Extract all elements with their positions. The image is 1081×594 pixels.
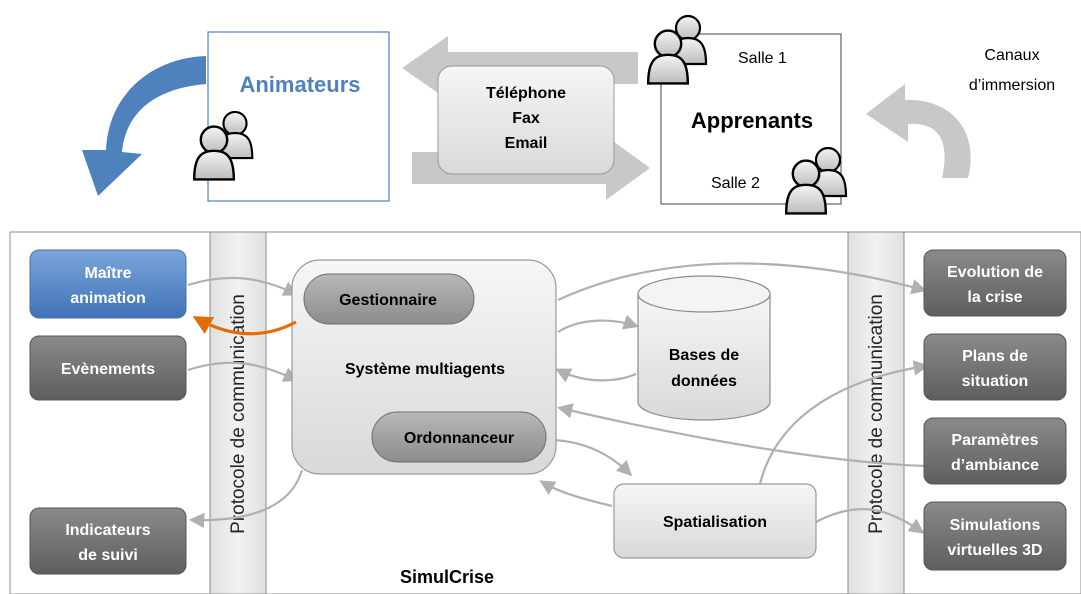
maitre-animation-box: [29, 249, 187, 319]
plans-box: [923, 333, 1067, 401]
channel-email: Email: [505, 135, 548, 152]
arrow-sma-to-indicateurs: [188, 469, 304, 529]
bases-line2: données: [671, 373, 737, 390]
arrow-parametres-to-sma: [557, 403, 925, 468]
left-protocol-bar: [209, 231, 267, 594]
database-cylinder: [637, 275, 771, 421]
spatialisation-box: [613, 483, 817, 559]
gestionnaire-box: [303, 273, 475, 325]
simulations-box: [923, 501, 1067, 571]
maitre-line1: Maître: [84, 265, 131, 282]
spatialisation-label: Spatialisation: [663, 514, 767, 531]
immersion-curved-arrow: [866, 84, 971, 178]
parametres-line2: d’ambiance: [951, 457, 1039, 474]
ordonnanceur-box: [371, 411, 547, 463]
connection-arrows: [187, 262, 930, 534]
maitre-line2: animation: [70, 290, 146, 307]
gestionnaire-label: Gestionnaire: [339, 292, 437, 309]
arrow-ordonnanceur-to-spatialisation: [547, 438, 633, 477]
arrow-bases-to-sma-lower: [555, 368, 637, 383]
arrow-sma-to-bases-upper: [557, 314, 639, 333]
arrow-gestionnaire-to-maitre: [192, 316, 297, 336]
arrow-spatialisation-to-sma: [539, 480, 613, 508]
arrow-spatialisation-to-plans: [758, 360, 930, 485]
evolution-box: [923, 249, 1067, 317]
salle2-label: Salle 2: [711, 175, 760, 192]
sma-label: Système multiagents: [345, 361, 505, 378]
simulcrise-title: SimulCrise: [400, 567, 494, 587]
simulations-line2: virtuelles 3D: [947, 542, 1042, 559]
indicateurs-line2: de suivi: [78, 547, 138, 564]
channel-fax: Fax: [512, 110, 540, 127]
plans-line2: situation: [962, 373, 1029, 390]
arrow-evenements-to-sma: [187, 361, 299, 382]
parametres-line1: Paramètres: [951, 432, 1038, 449]
plans-line1: Plans de: [962, 348, 1028, 365]
right-protocol-label: Protocole de communication: [866, 294, 887, 534]
bases-line1: Bases de: [669, 347, 739, 364]
animateurs-title: Animateurs: [239, 72, 360, 97]
right-protocol-bar: [847, 231, 905, 594]
salle1-label: Salle 1: [738, 50, 787, 67]
canaux-line2: d’immersion: [969, 77, 1055, 94]
top-section: Animateurs Téléphone Fax Email Salle 1 A…: [82, 14, 1055, 215]
evenements-box: [29, 335, 187, 401]
indicateurs-line1: Indicateurs: [65, 522, 150, 539]
arrow-maitre-to-gestionnaire: [187, 276, 299, 296]
system-section: Protocole de communication Protocole de …: [9, 231, 1081, 594]
simulations-line1: Simulations: [950, 517, 1041, 534]
indicateurs-box: [29, 507, 187, 575]
animateurs-curved-arrow: [82, 56, 206, 196]
evolution-line1: Evolution de: [947, 264, 1043, 281]
ordonnanceur-label: Ordonnanceur: [404, 430, 514, 447]
parametres-box: [923, 417, 1067, 485]
arrow-sma-to-evolution: [557, 262, 927, 301]
left-protocol-label: Protocole de communication: [228, 294, 249, 534]
channel-telephone: Téléphone: [486, 85, 566, 102]
channels-box: [437, 65, 615, 175]
arrow-spatialisation-to-simulations: [815, 508, 925, 534]
evolution-line2: la crise: [967, 289, 1022, 306]
apprenants-title: Apprenants: [691, 108, 813, 133]
canaux-line1: Canaux: [984, 47, 1039, 64]
evenements-label: Evènements: [61, 361, 155, 378]
